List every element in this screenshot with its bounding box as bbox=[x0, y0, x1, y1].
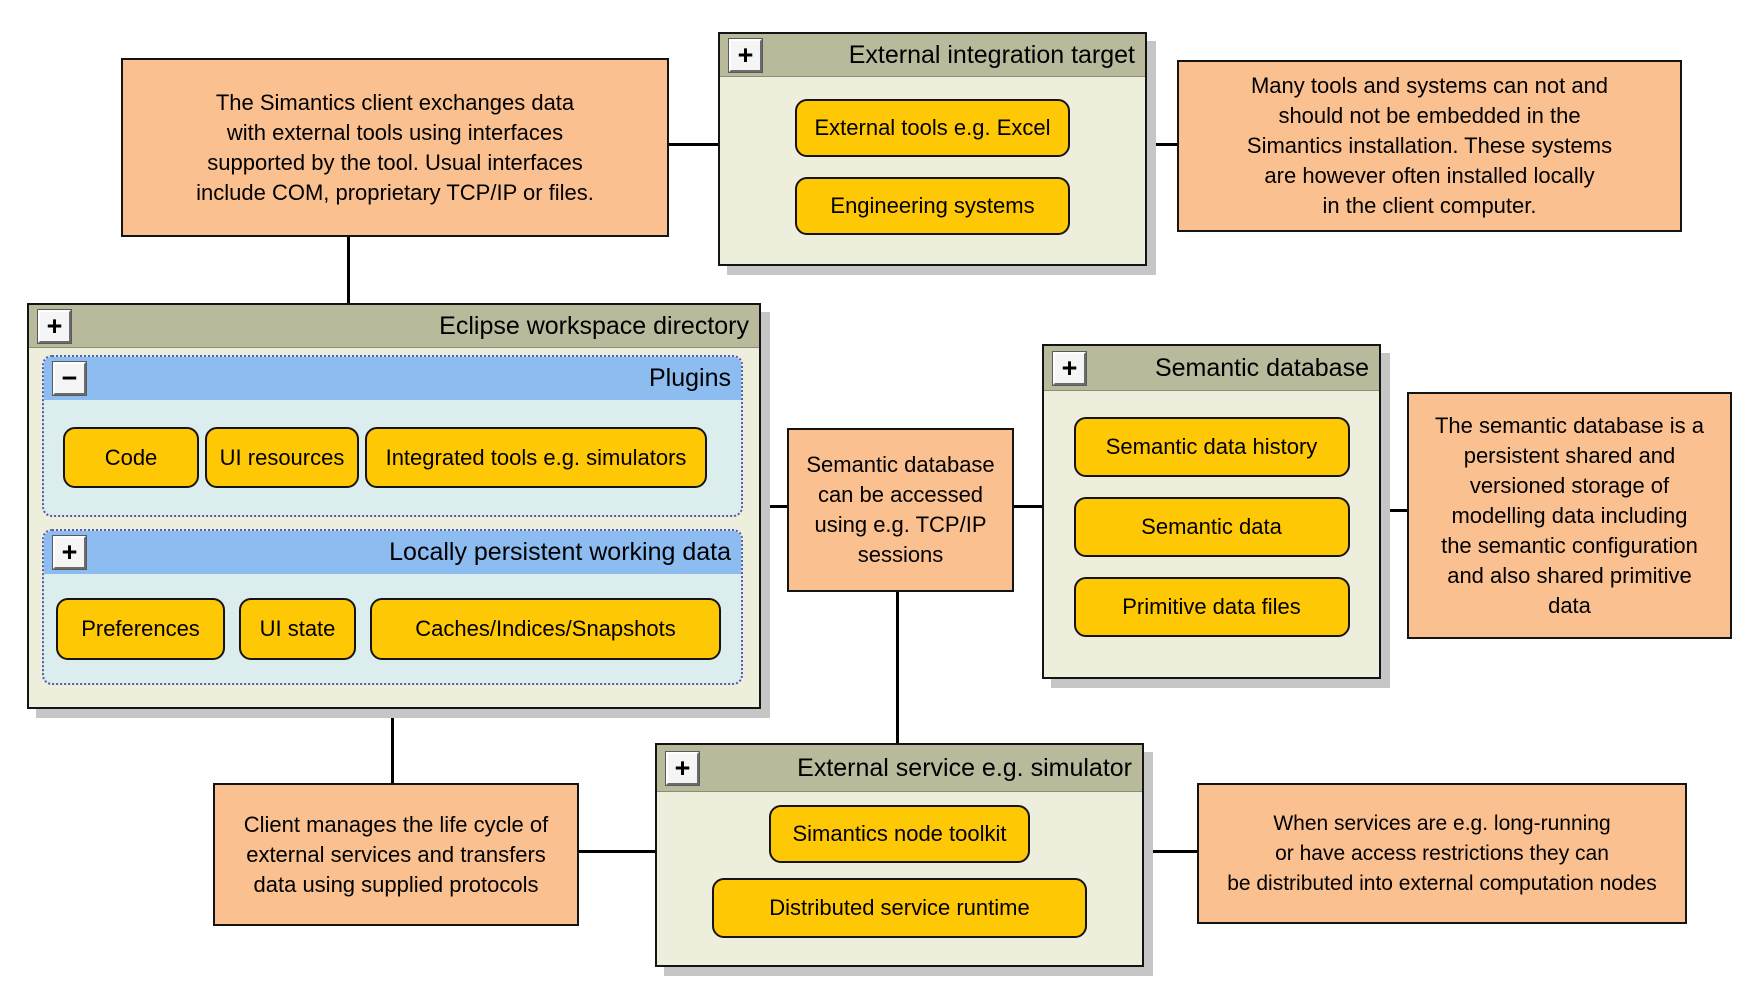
note-distributed-services: When services are e.g. long-running or h… bbox=[1197, 783, 1687, 924]
container-header: + External integration target bbox=[720, 34, 1145, 77]
node-semantic-data[interactable]: Semantic data bbox=[1073, 497, 1350, 557]
container-header: + External service e.g. simulator bbox=[657, 745, 1142, 792]
expand-button[interactable]: + bbox=[37, 308, 72, 344]
connector-line bbox=[1376, 509, 1408, 512]
section-title: Locally persistent working data bbox=[389, 538, 731, 566]
node-code[interactable]: Code bbox=[63, 427, 199, 488]
node-semantic-data-history[interactable]: Semantic data history bbox=[1073, 417, 1350, 477]
connector-line bbox=[896, 586, 899, 744]
node-distributed-service-runtime[interactable]: Distributed service runtime bbox=[712, 878, 1087, 938]
container-title: Eclipse workspace directory bbox=[439, 311, 749, 340]
node-external-tools-excel[interactable]: External tools e.g. Excel bbox=[795, 99, 1070, 157]
container-title: External service e.g. simulator bbox=[797, 753, 1132, 782]
container-external-integration-target: + External integration target External t… bbox=[718, 32, 1147, 266]
connector-line bbox=[1139, 850, 1198, 853]
node-engineering-systems[interactable]: Engineering systems bbox=[795, 177, 1070, 235]
container-external-service: + External service e.g. simulator Simant… bbox=[655, 743, 1144, 967]
connector-line bbox=[391, 705, 394, 784]
section-header: + Locally persistent working data bbox=[44, 531, 741, 574]
note-semantic-access: Semantic database can be accessed using … bbox=[787, 428, 1014, 592]
note-client-lifecycle: Client manages the life cycle of externa… bbox=[213, 783, 579, 926]
connector-line bbox=[664, 143, 719, 146]
expand-button[interactable]: + bbox=[52, 535, 87, 570]
expand-button[interactable]: + bbox=[1052, 350, 1087, 386]
section-plugins: − Plugins Code UI resources Integrated t… bbox=[42, 355, 743, 517]
note-semantic-storage: The semantic database is a persistent sh… bbox=[1407, 392, 1732, 639]
container-eclipse-workspace-directory: + Eclipse workspace directory − Plugins … bbox=[27, 303, 761, 709]
node-caches-indices-snapshots[interactable]: Caches/Indices/Snapshots bbox=[370, 598, 721, 660]
expand-button[interactable]: + bbox=[728, 37, 763, 73]
connector-line bbox=[347, 233, 350, 304]
node-primitive-data-files[interactable]: Primitive data files bbox=[1073, 577, 1350, 637]
container-title: Semantic database bbox=[1154, 353, 1369, 382]
collapse-button[interactable]: − bbox=[52, 361, 87, 396]
container-semantic-database: + Semantic database Semantic data histor… bbox=[1042, 344, 1381, 679]
node-preferences[interactable]: Preferences bbox=[56, 598, 225, 660]
connector-line bbox=[574, 850, 656, 853]
connector-line bbox=[1142, 143, 1178, 146]
expand-button[interactable]: + bbox=[665, 750, 700, 786]
container-title: External integration target bbox=[848, 40, 1135, 69]
container-header: + Semantic database bbox=[1044, 346, 1379, 391]
connector-line bbox=[756, 505, 788, 508]
container-header: + Eclipse workspace directory bbox=[29, 305, 759, 348]
section-header: − Plugins bbox=[44, 357, 741, 400]
connector-line bbox=[1009, 505, 1043, 508]
note-many-tools: Many tools and systems can not and shoul… bbox=[1177, 60, 1682, 232]
note-client-exchange: The Simantics client exchanges data with… bbox=[121, 58, 669, 237]
section-locally-persistent-working-data: + Locally persistent working data Prefer… bbox=[42, 529, 743, 685]
section-title: Plugins bbox=[649, 364, 731, 392]
node-simantics-node-toolkit[interactable]: Simantics node toolkit bbox=[769, 805, 1030, 863]
node-ui-resources[interactable]: UI resources bbox=[205, 427, 359, 488]
node-integrated-tools[interactable]: Integrated tools e.g. simulators bbox=[365, 427, 707, 488]
node-ui-state[interactable]: UI state bbox=[239, 598, 356, 660]
